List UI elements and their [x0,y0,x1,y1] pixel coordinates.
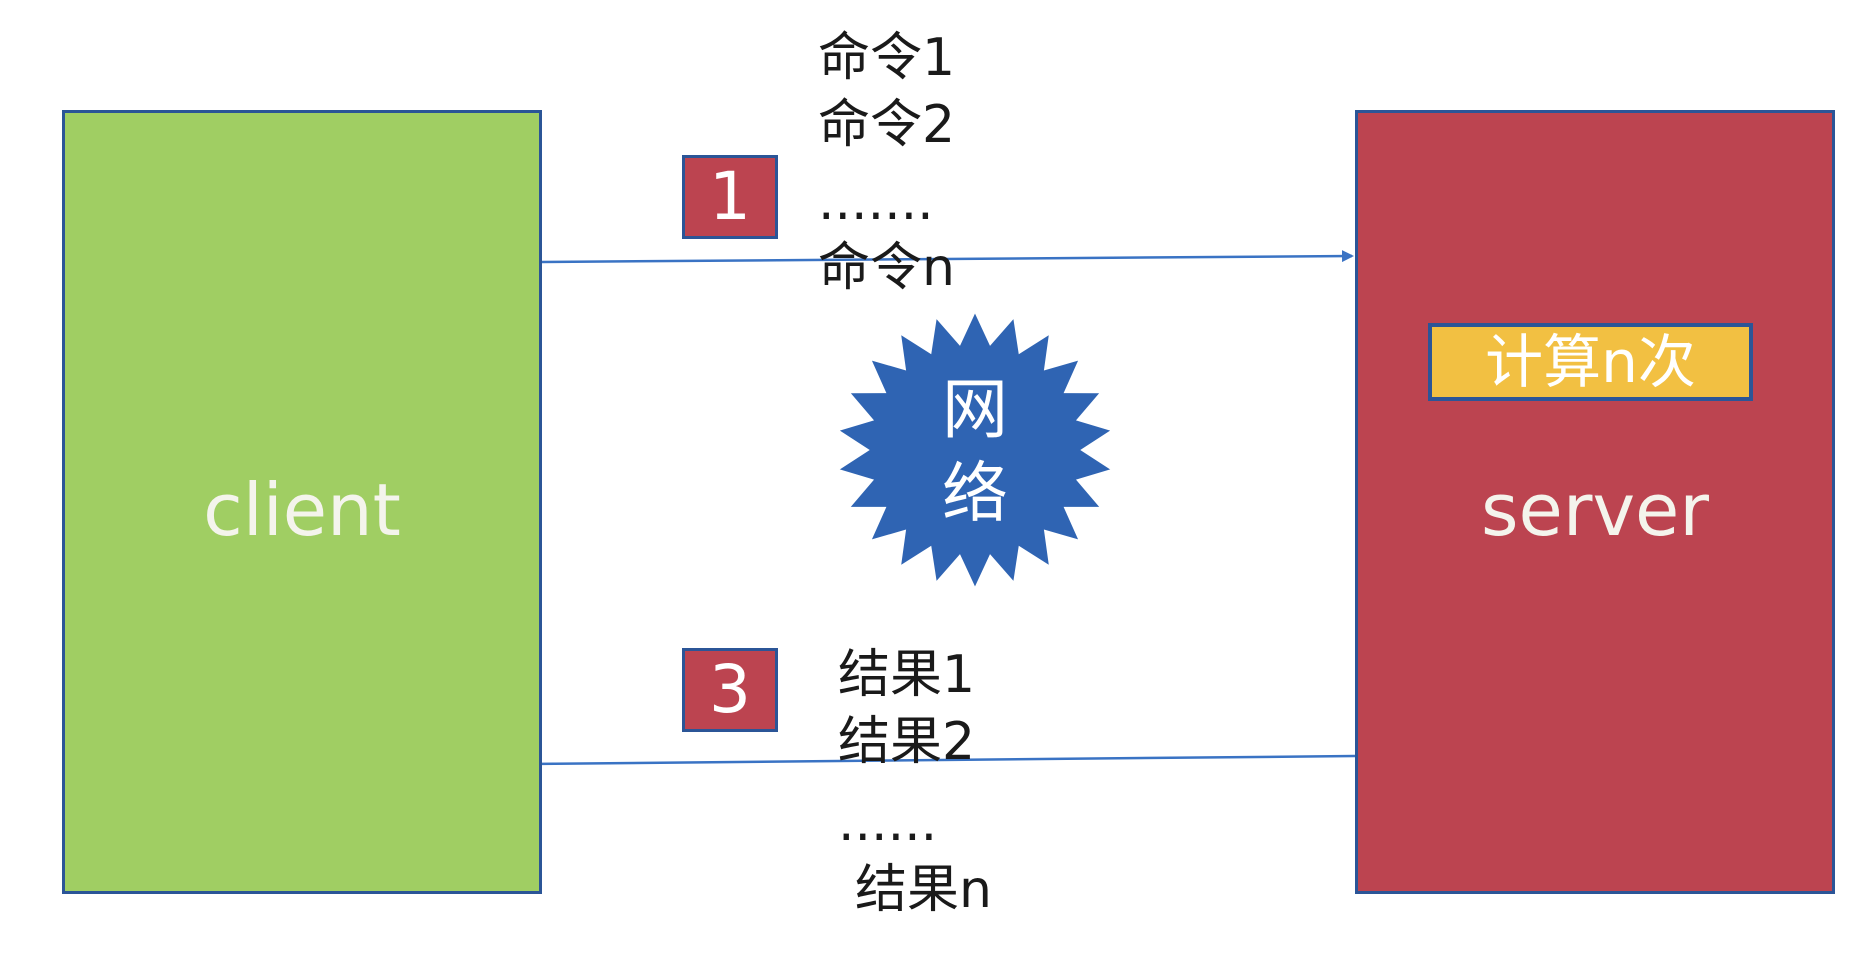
client-box: client [62,110,542,894]
network-label: 网 络 [920,368,1030,536]
network-label-line-1: 网 [942,371,1008,448]
result-ellipsis: ...... [838,793,938,853]
network-label-line-2: 络 [942,455,1008,532]
command-ellipsis: ....... [818,172,934,232]
server-box: 计算n次 server [1355,110,1835,894]
step-3-badge: 3 [682,648,778,732]
command-2: 命令2 [818,95,956,155]
response-arrow [526,754,1356,770]
request-arrow [541,250,1354,264]
result-2: 结果2 [838,712,976,772]
command-n: 命令n [818,238,955,298]
server-label: server [1481,468,1709,552]
network-cloud-icon [832,306,1118,594]
result-n: 结果n [855,860,992,920]
compute-n-times-badge: 计算n次 [1428,323,1753,401]
step-1-badge: 1 [682,155,778,239]
result-1: 结果1 [838,645,976,705]
client-label: client [203,468,401,552]
command-1: 命令1 [818,28,956,88]
